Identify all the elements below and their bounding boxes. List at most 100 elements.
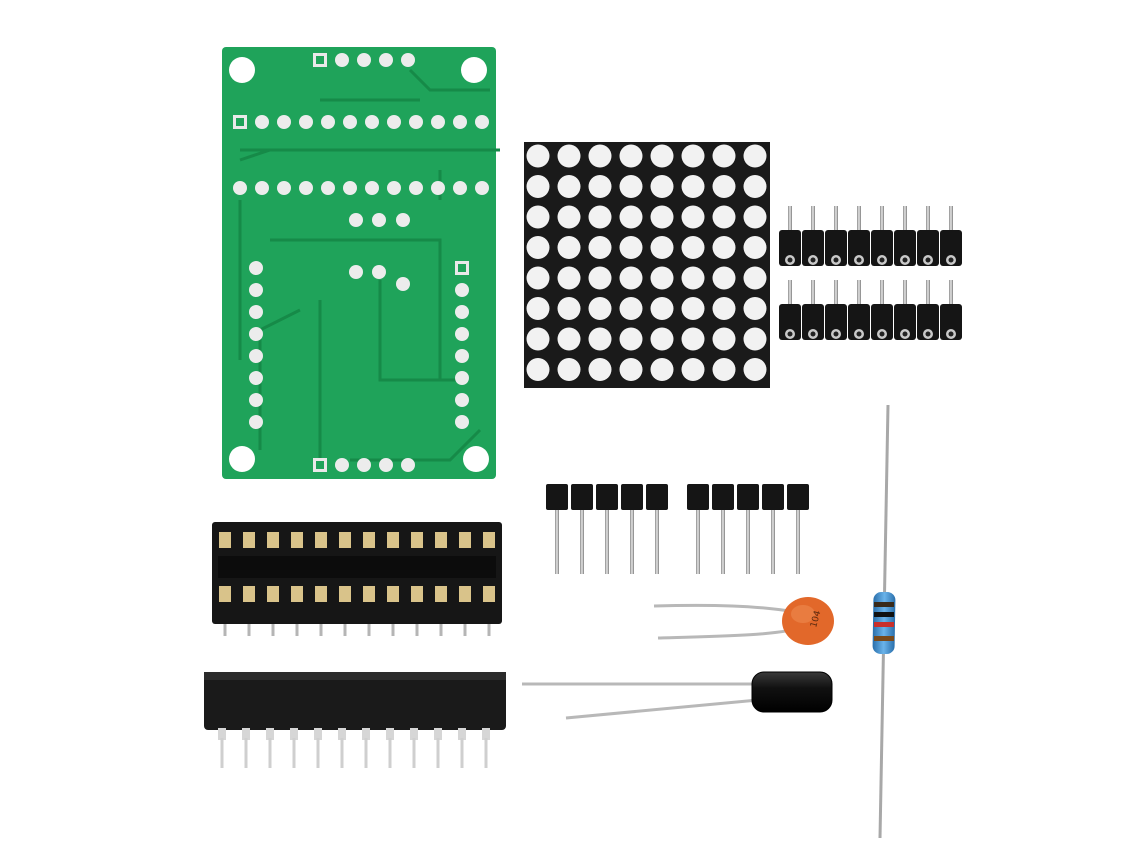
led-dot <box>526 266 550 290</box>
header-housing <box>737 484 759 510</box>
header-housing <box>762 484 784 510</box>
socket-contact <box>219 586 231 602</box>
led-dot <box>557 175 581 198</box>
led-dot <box>619 266 643 290</box>
pcb-pad <box>401 53 415 67</box>
socket-contact <box>315 532 327 548</box>
header-socket-hole <box>810 331 816 337</box>
chip-leg-tip <box>364 738 368 768</box>
pcb-pad <box>453 115 467 129</box>
chip-leg <box>410 728 418 740</box>
chip-leg-tip <box>340 738 344 768</box>
led-dot <box>712 297 736 320</box>
chip-leg <box>290 728 298 740</box>
led-dot <box>619 144 643 168</box>
socket-leg <box>463 624 467 636</box>
socket-leg <box>343 624 347 636</box>
pcb-pad <box>249 349 263 363</box>
led-dot <box>712 266 736 290</box>
pcb-pad <box>249 415 263 429</box>
led-dot <box>712 358 736 381</box>
chip-leg <box>386 728 394 740</box>
chip-leg <box>218 728 226 740</box>
pcb-pad <box>357 458 371 472</box>
header-pin <box>746 492 750 574</box>
pcb-pad <box>277 181 291 195</box>
led-dot <box>712 205 736 229</box>
socket-leg <box>487 624 491 636</box>
ic-chip <box>204 672 506 768</box>
pcb-pad <box>409 181 423 195</box>
pcb-pad <box>255 115 269 129</box>
led-dot <box>619 297 643 320</box>
header-pin <box>771 492 775 574</box>
pcb-pad <box>372 213 386 227</box>
socket-leg <box>295 624 299 636</box>
chip-leg-tip <box>388 738 392 768</box>
led-dot <box>526 205 550 229</box>
led-dot <box>681 236 705 259</box>
header-pin <box>949 206 953 236</box>
pcb-pad <box>372 265 386 279</box>
chip-leg <box>266 728 274 740</box>
header-housing <box>687 484 709 510</box>
pcb-pad <box>343 115 357 129</box>
header-pin <box>788 206 792 236</box>
header-socket-hole <box>948 331 954 337</box>
pcb-pad <box>255 181 269 195</box>
led-dot <box>681 297 705 320</box>
socket-contact <box>339 586 351 602</box>
header-pin <box>926 206 930 236</box>
pcb-pad <box>455 415 469 429</box>
led-dot <box>619 205 643 229</box>
led-dot <box>650 297 674 320</box>
socket-contact <box>387 586 399 602</box>
ceramic-capacitor: 104 <box>653 597 834 645</box>
header-pin <box>903 206 907 236</box>
led-dot <box>619 358 643 381</box>
led-dot <box>712 144 736 168</box>
led-dot <box>557 266 581 290</box>
led-dot <box>526 327 550 351</box>
socket-leg <box>247 624 251 636</box>
socket-leg <box>271 624 275 636</box>
header-socket-hole <box>856 331 862 337</box>
header-socket-hole <box>833 331 839 337</box>
socket-contact <box>387 532 399 548</box>
header-housing <box>596 484 618 510</box>
header-pin <box>880 280 884 310</box>
pcb-pad <box>321 181 335 195</box>
pcb-pad <box>249 393 263 407</box>
socket-contact <box>267 532 279 548</box>
led-dot <box>526 236 550 259</box>
led-dot <box>588 358 612 381</box>
led-dot <box>743 327 767 351</box>
chip-leg-tip <box>316 738 320 768</box>
header-pin <box>555 492 559 574</box>
led-dot <box>557 327 581 351</box>
led-dot <box>526 175 550 198</box>
pcb-pad <box>455 393 469 407</box>
socket-leg <box>415 624 419 636</box>
header-pin <box>811 206 815 236</box>
chip-leg <box>338 728 346 740</box>
pcb-pad-hole <box>316 461 324 469</box>
header-socket-hole <box>787 257 793 263</box>
socket-contact <box>435 532 447 548</box>
header-housing <box>940 304 962 340</box>
header-pin <box>630 492 634 574</box>
led-dot <box>588 297 612 320</box>
pcb-pad <box>387 115 401 129</box>
led-dot <box>743 358 767 381</box>
female-pin-header <box>779 206 962 266</box>
pcb-board <box>222 47 500 479</box>
led-dot <box>650 266 674 290</box>
pcb-pad <box>249 283 263 297</box>
header-socket-hole <box>948 257 954 263</box>
pcb-pad <box>455 327 469 341</box>
led-dot <box>650 144 674 168</box>
pcb-pad <box>365 115 379 129</box>
led-dot <box>588 175 612 198</box>
pcb-pad <box>349 265 363 279</box>
